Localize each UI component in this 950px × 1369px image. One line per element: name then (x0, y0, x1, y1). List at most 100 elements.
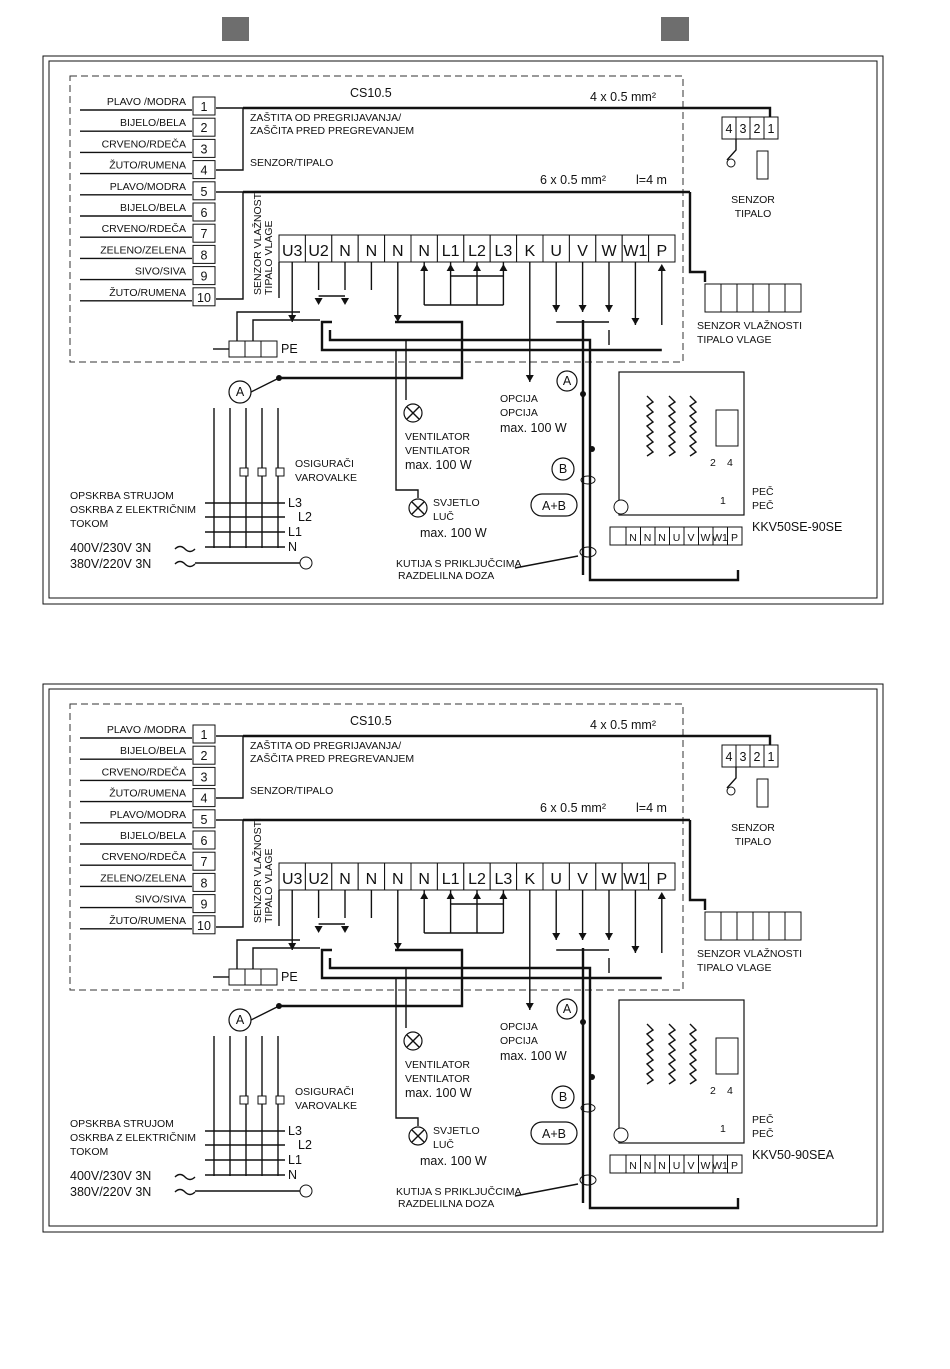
terminal-label: K (524, 871, 535, 888)
neutral-wire (320, 320, 662, 352)
wire-number-box (192, 181, 216, 201)
unit-title: CS10.5 (350, 714, 392, 728)
arrow-up-icon (473, 264, 481, 271)
terminal-box (357, 862, 386, 891)
relay-pin-2: 2 (710, 1085, 716, 1097)
voltage-line2: 380V/220V 3N (70, 557, 151, 571)
stove-ground-icon (613, 1127, 629, 1143)
wire-number: 8 (201, 248, 208, 262)
light-max: max. 100 W (420, 1154, 487, 1168)
terminal-label: V (577, 243, 588, 260)
junction-dot (276, 1003, 282, 1009)
terminal-label: L2 (468, 871, 486, 888)
supply-line2: OSKRBA Z ELEKTRIČNIM (70, 503, 196, 516)
arrow-up-icon (499, 264, 508, 271)
arrow-down-icon (393, 943, 402, 950)
sensor-cable-end (700, 734, 772, 746)
junction-box-line1: KUTIJA S PRIKLJUČCIMA (396, 557, 521, 570)
light-line2: LUČ (433, 1138, 454, 1151)
humidity-pin-box (736, 911, 754, 941)
light-icon-cross (411, 501, 425, 515)
stove-terminal: W (701, 1160, 711, 1172)
wire-number: 2 (201, 749, 208, 763)
wire-color-label: CRVENO/RDEČA (102, 222, 186, 235)
ventilator-line1: VENTILATOR (405, 431, 470, 443)
terminal-box (489, 862, 518, 891)
wire-number-box (192, 766, 216, 786)
terminal-label: U (550, 871, 562, 888)
arrow-down-icon (525, 1003, 534, 1010)
stove-ground-icon (613, 499, 629, 515)
node-a-label-circle (556, 998, 578, 1020)
node-ab-badge (530, 493, 578, 517)
terminal-label: U2 (308, 243, 329, 260)
humidity-pin-box (752, 283, 770, 313)
terminal-box (648, 862, 676, 891)
node-a-lead (250, 1005, 280, 1021)
wire-color-label: PLAVO/MODRA (110, 181, 186, 193)
terminal-label: W (601, 871, 617, 888)
terminal-box (516, 234, 544, 263)
cable-spec-6: 6 x 0.5 mm² (540, 801, 606, 815)
wire-number-box (192, 788, 216, 808)
pe-terminal-box (244, 968, 262, 986)
terminal-box (304, 234, 333, 263)
stove-terminal: W (701, 532, 711, 544)
wire-number: 10 (197, 919, 211, 933)
cable-spec-4: 4 x 0.5 mm² (590, 90, 656, 104)
wire-color-label: SIVO/SIVA (135, 266, 186, 278)
stove-terminal: U (673, 532, 681, 544)
terminal-box (410, 862, 438, 891)
terminal-label: U2 (308, 871, 329, 888)
sensor-probe-icon (726, 158, 736, 168)
sensor-pin: 3 (740, 750, 747, 764)
sensor-pin-box (763, 116, 779, 140)
bracket-sensor (216, 735, 244, 799)
arrow-down-icon (314, 298, 323, 305)
ac-symbol-icon (174, 1188, 196, 1196)
terminal-label: V (577, 871, 588, 888)
junction-box-line2: RAZDELILNA DOZA (398, 1198, 494, 1210)
supply-line2: OSKRBA Z ELEKTRIČNIM (70, 1131, 196, 1144)
humidity-pin-box (704, 283, 722, 313)
humidity-pin-box (720, 911, 738, 941)
pe-label: PE (281, 342, 298, 356)
wire-number: 4 (201, 164, 208, 178)
wire-color-label: CRVENO/RDEČA (102, 137, 186, 150)
heater-element-icon (667, 395, 677, 457)
light-line1: SVJETLO (433, 497, 480, 509)
sensor-lead (726, 139, 737, 161)
ac-symbol-icon (174, 545, 196, 553)
wire-number: 10 (197, 291, 211, 305)
ventilator-line1: VENTILATOR (405, 1059, 470, 1071)
wire-color-label: BIJELO/BELA (120, 117, 186, 129)
bracket-humidity (216, 819, 244, 928)
option-max: max. 100 W (500, 1049, 567, 1063)
arrow-up-icon (657, 892, 666, 899)
arrow-up-icon (420, 264, 429, 271)
node-b-label-circle (551, 457, 575, 481)
terminal-box (648, 234, 676, 263)
header-mark-left (222, 17, 249, 41)
stove-terminal: W1 (712, 532, 728, 544)
humidity-vertical-line1: SENZOR VLAŽNOSTI (251, 190, 264, 295)
control-unit-boundary (69, 703, 684, 991)
terminal-label: W (601, 243, 617, 260)
terminal-box (595, 862, 623, 891)
stove-line1: PEČ (752, 485, 774, 498)
terminal-box (384, 234, 412, 263)
earth-ground-icon (299, 1184, 313, 1198)
node-a-label: A (563, 374, 572, 388)
junction-box-icon (579, 546, 597, 558)
node-a-lead (250, 377, 280, 393)
sensor-probe-icon (726, 786, 736, 796)
ventilator-max: max. 100 W (405, 458, 472, 472)
pe-wire (252, 947, 320, 969)
pe-wire (236, 939, 300, 969)
pe-terminal-box (260, 340, 278, 358)
thermostat-icon (756, 778, 769, 808)
stove-terminal: W1 (712, 1160, 728, 1172)
wire-color-label: BIJELO/BELA (120, 745, 186, 757)
terminal-label: N (418, 871, 430, 888)
pe-label: PE (281, 970, 298, 984)
